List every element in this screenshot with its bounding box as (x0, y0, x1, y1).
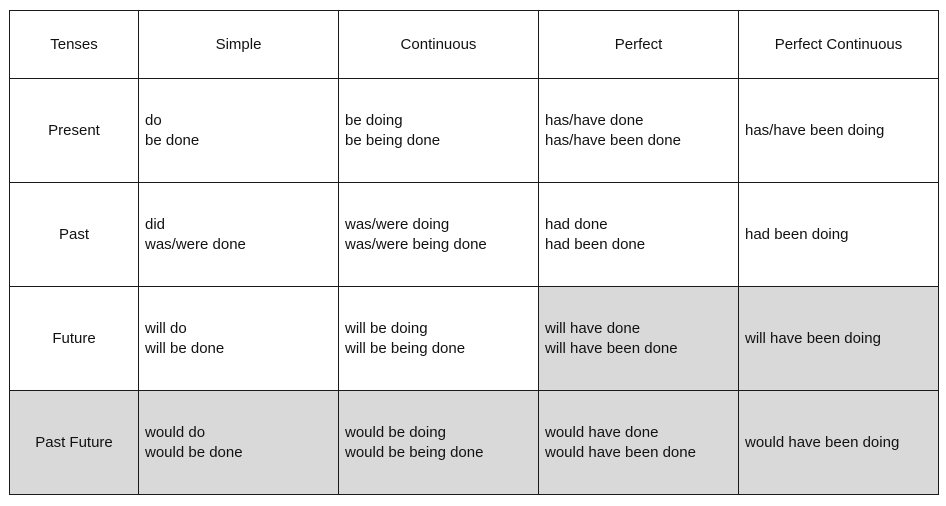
cell-line: was/were being done (345, 235, 487, 253)
cell-past-perfect-continuous: had been doing (738, 182, 939, 287)
cell-present-perfect-continuous: has/have been doing (738, 78, 939, 183)
cell-line: be doing (345, 111, 403, 129)
cell-past-perfect: had done had been done (538, 182, 739, 287)
cell-line: will be being done (345, 339, 466, 357)
cell-line: would be doing (345, 423, 446, 441)
row-future: Future will do will be done will be doin… (9, 286, 939, 391)
row-label-present: Present (9, 78, 139, 183)
cell-line: will be doing (345, 319, 428, 337)
cell-line: will have been done (545, 339, 678, 357)
cell-line: be done (145, 131, 200, 149)
row-present: Present do be done be doing be being don… (9, 78, 939, 183)
cell-present-continuous: be doing be being done (338, 78, 539, 183)
cell-line: would have been done (545, 443, 696, 461)
cell-line: will have done (545, 319, 641, 337)
cell-line: will be done (145, 339, 225, 357)
row-past-future: Past Future would do would be done would… (9, 390, 939, 495)
cell-line: would have done (545, 423, 659, 441)
cell-past-continuous: was/were doing was/were being done (338, 182, 539, 287)
cell-past-simple: did was/were done (138, 182, 339, 287)
header-perfect: Perfect (538, 10, 739, 79)
row-label-past-future: Past Future (9, 390, 139, 495)
cell-line: will have been doing (745, 329, 881, 347)
cell-line: had been done (545, 235, 646, 253)
cell-past-future-perfect-continuous: would have been doing (738, 390, 939, 495)
cell-future-simple: will do will be done (138, 286, 339, 391)
row-past: Past did was/were done was/were doing wa… (9, 182, 939, 287)
row-label-past: Past (9, 182, 139, 287)
header-simple: Simple (138, 10, 339, 79)
cell-line: do (145, 111, 162, 129)
cell-past-future-perfect: would have done would have been done (538, 390, 739, 495)
cell-line: would be done (145, 443, 243, 461)
cell-line: would have been doing (745, 433, 900, 451)
cell-line: will do (145, 319, 187, 337)
cell-line: would be being done (345, 443, 484, 461)
cell-line: has/have done (545, 111, 644, 129)
row-label-future: Future (9, 286, 139, 391)
cell-line: has/have been doing (745, 121, 885, 139)
cell-future-perfect-continuous: will have been doing (738, 286, 939, 391)
tenses-table: Tenses Simple Continuous Perfect Perfect… (9, 10, 939, 495)
header-tenses: Tenses (9, 10, 139, 79)
header-perfect-continuous: Perfect Continuous (738, 10, 939, 79)
cell-line: be being done (345, 131, 441, 149)
cell-line: had been doing (745, 225, 849, 243)
cell-line: would do (145, 423, 206, 441)
header-continuous: Continuous (338, 10, 539, 79)
cell-line: had done (545, 215, 608, 233)
cell-present-perfect: has/have done has/have been done (538, 78, 739, 183)
cell-past-future-continuous: would be doing would be being done (338, 390, 539, 495)
cell-line: has/have been done (545, 131, 681, 149)
cell-future-continuous: will be doing will be being done (338, 286, 539, 391)
cell-past-future-simple: would do would be done (138, 390, 339, 495)
cell-present-simple: do be done (138, 78, 339, 183)
cell-line: did (145, 215, 166, 233)
header-row: Tenses Simple Continuous Perfect Perfect… (9, 10, 939, 79)
cell-line: was/were doing (345, 215, 450, 233)
cell-line: was/were done (145, 235, 246, 253)
cell-future-perfect: will have done will have been done (538, 286, 739, 391)
